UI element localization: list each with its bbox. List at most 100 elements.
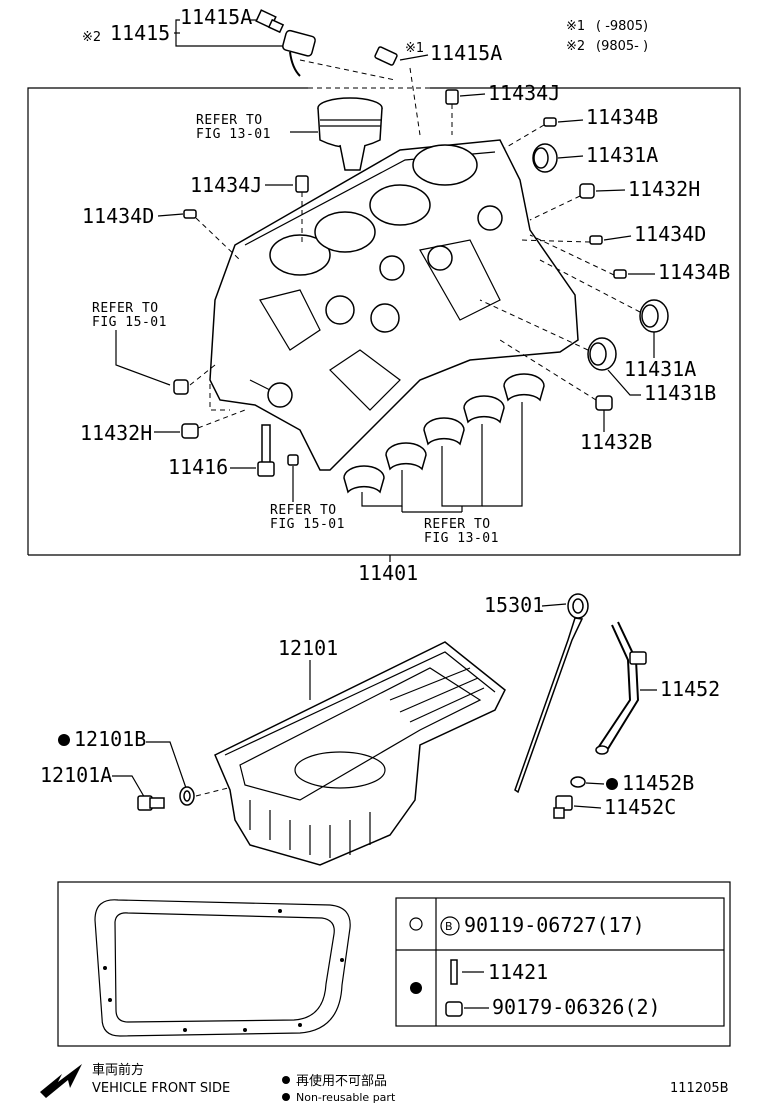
label-11432H-a[interactable]: 11432H (628, 177, 700, 201)
pin-11434B-a (543, 117, 557, 127)
vehicle-front-arrow-icon (40, 1064, 82, 1098)
label-11421[interactable]: 11421 (488, 960, 548, 984)
note-1-mark: ※1 (566, 19, 585, 34)
dash-11432B (499, 339, 597, 401)
plug-11432H-a (579, 183, 595, 199)
dowel-11434J-a (445, 89, 459, 105)
pin-11434B-b (613, 269, 627, 279)
ref-fig15-a-line1: REFER TO (92, 301, 159, 316)
label-11431A-a[interactable]: 11431A (586, 143, 658, 167)
b-mark-text: B (445, 920, 453, 933)
oring-11452B (570, 776, 586, 788)
dash-11434D-b (519, 239, 591, 243)
leader-11452B (585, 782, 605, 785)
dash-11432H-b (197, 409, 246, 429)
note-2-mark: ※2 (566, 39, 585, 54)
label-11434B-b[interactable]: 11434B (658, 260, 730, 284)
legend-front-jp: 車両前方 (92, 1062, 144, 1078)
label-15301[interactable]: 15301 (484, 593, 544, 617)
label-90119[interactable]: 90119-06727(17) (464, 913, 645, 937)
leader-11434D-b (603, 235, 632, 241)
leader-12101A (112, 775, 147, 801)
parts-table (395, 897, 725, 1027)
plug-11431A-b (639, 299, 669, 333)
sensor-11415 (282, 29, 316, 77)
sensor-11415A-top (255, 9, 285, 34)
label-11415[interactable]: 11415 (110, 21, 170, 45)
label-11434D-a[interactable]: 11434D (82, 204, 154, 228)
ref-fig15-a-line2[interactable]: FIG 15-01 (92, 315, 167, 330)
dash-11415 (299, 59, 396, 81)
leader-11434B-a (557, 119, 584, 123)
label-11434D-b[interactable]: 11434D (634, 222, 706, 246)
leader-11434D-a (157, 213, 184, 217)
pin-11434D-b (589, 235, 603, 245)
dash-11434B-b (529, 234, 615, 276)
nut-90179-icon (445, 1001, 463, 1017)
label-11434J-a[interactable]: 11434J (488, 81, 560, 105)
leader-11431A-a (557, 155, 584, 159)
label-11452C[interactable]: 11452C (604, 795, 676, 819)
bracket-11415 (175, 19, 180, 47)
plug-ref-left (173, 379, 189, 395)
leader-11431B (607, 369, 641, 396)
leader-11415A (399, 54, 429, 61)
label-12101B[interactable]: 12101B (74, 727, 146, 751)
table-open-circle (409, 917, 423, 931)
label-11415-mark: ※2 (82, 30, 101, 45)
dash-11431B (479, 299, 589, 351)
label-11431A-b[interactable]: 11431A (624, 357, 696, 381)
ref-fig15-b-line2[interactable]: FIG 15-01 (270, 517, 345, 532)
plug-11431B (587, 337, 617, 371)
legend-nonreuse-bullet-1 (282, 1076, 290, 1084)
label-90179[interactable]: 90179-06326(2) (492, 995, 661, 1019)
dash-bracket-left (209, 375, 230, 411)
legend-nonreuse-bullet-2 (282, 1093, 290, 1101)
piston (317, 97, 383, 171)
label-11432H-b[interactable]: 11432H (80, 421, 152, 445)
stud-11416 (257, 424, 275, 477)
bracket-bearings-c (482, 402, 523, 507)
dash-11432H-a (529, 195, 581, 221)
leader-11432H-a (595, 189, 626, 192)
bolt-11452C (553, 795, 573, 819)
leader-ref-fig15-a (115, 330, 171, 386)
block-frame-left-top (27, 87, 308, 555)
dash-11434D-a (195, 217, 241, 261)
label-11452[interactable]: 11452 (660, 677, 720, 701)
pin-ref-bottom (287, 454, 299, 466)
note-2-text: (9805- ) (596, 39, 648, 54)
label-12101[interactable]: 12101 (278, 636, 338, 660)
ref-fig13-a-line2[interactable]: FIG 13-01 (196, 127, 271, 142)
label-11434J-b[interactable]: 11434J (190, 173, 262, 197)
dowel-11434J-b (295, 175, 309, 193)
washer-12101B (179, 786, 195, 806)
dipstick-guide-11452 (595, 621, 647, 755)
label-11416[interactable]: 11416 (168, 455, 228, 479)
label-11432B[interactable]: 11432B (580, 430, 652, 454)
bracket-bearings-a (361, 470, 403, 507)
label-11434B-a[interactable]: 11434B (586, 105, 658, 129)
label-11401[interactable]: 11401 (358, 561, 418, 585)
nonreuse-bullet-11452B (606, 778, 618, 790)
block-frame-right-bottom (28, 87, 741, 556)
ref-fig13-b-line2[interactable]: FIG 13-01 (424, 531, 499, 546)
sensor-11415A (374, 46, 398, 66)
label-11415A-top[interactable]: 11415A (180, 5, 252, 29)
bearings (343, 373, 545, 494)
leader-15301 (541, 603, 567, 607)
leader-11452C (573, 805, 602, 809)
table-filled-circle (410, 982, 422, 994)
label-11415A[interactable]: 11415A (430, 41, 502, 65)
drain-plug-12101A (137, 795, 165, 811)
dash-11431A-b (539, 259, 641, 313)
plug-11432B (595, 395, 613, 411)
gasket-detail-box (57, 881, 731, 1047)
label-12101A[interactable]: 12101A (40, 763, 112, 787)
figure-code: 111205B (670, 1081, 729, 1096)
label-11431B[interactable]: 11431B (644, 381, 716, 405)
label-11452B[interactable]: 11452B (622, 771, 694, 795)
pin-11434D-a (183, 209, 197, 219)
legend-front-en: VEHICLE FRONT SIDE (92, 1081, 230, 1096)
